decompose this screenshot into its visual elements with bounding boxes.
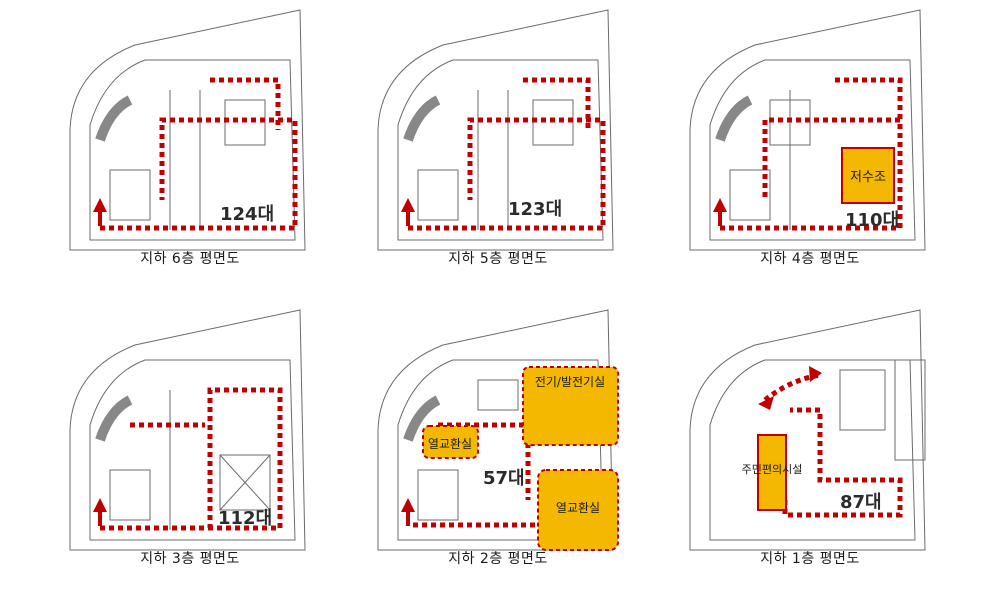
- room-label: 저수조: [850, 170, 886, 185]
- floor-caption: 지하 2층 평면도: [448, 551, 548, 567]
- floor-plan-b2: 전기/발전기실 열교환실 열교환실 57대 지하 2층 평면도: [358, 300, 638, 570]
- floor-plan-drawing: 저수조 110대: [689, 9, 926, 251]
- floor-caption: 지하 6층 평면도: [140, 251, 240, 267]
- floor-plan-b6: 124대 지하 6층 평면도: [50, 0, 330, 270]
- parking-count: 123대: [508, 199, 562, 220]
- room-heat-exchange: 열교환실: [422, 425, 479, 459]
- room-electrical-generator: 전기/발전기실: [522, 366, 619, 446]
- floor-plan-b1: 주민편의시설 87대 지하 1층 평면도: [670, 300, 950, 570]
- floor-plan-b3: 112대 지하 3층 평면도: [50, 300, 330, 570]
- floor-caption: 지하 3층 평면도: [140, 551, 240, 567]
- floor-plan-drawing: 전기/발전기실 열교환실 열교환실 57대: [377, 309, 619, 551]
- room-label: 열교환실: [428, 437, 472, 451]
- parking-count: 124대: [220, 204, 274, 225]
- parking-count: 87대: [840, 492, 882, 513]
- floor-plan-b5: 123대 지하 5층 평면도: [358, 0, 638, 270]
- floor-plan-b4: 저수조 110대 지하 4층 평면도: [670, 0, 950, 270]
- floor-caption: 지하 4층 평면도: [760, 251, 860, 267]
- room-label: 전기/발전기실: [535, 375, 605, 389]
- floor-plan-drawing: 112대: [69, 309, 306, 551]
- floor-caption: 지하 5층 평면도: [448, 251, 548, 267]
- room-resident-amenities: 주민편의시설: [742, 434, 803, 511]
- parking-count: 112대: [218, 508, 272, 529]
- floor-plan-drawing: 주민편의시설 87대: [689, 309, 926, 551]
- floor-plan-drawing: 124대: [69, 9, 306, 251]
- floor-caption: 지하 1층 평면도: [760, 551, 860, 567]
- parking-count: 110대: [845, 210, 899, 231]
- room-heat-exchange: 열교환실: [537, 469, 619, 551]
- room-water-tank: 저수조: [841, 147, 895, 204]
- room-label: 열교환실: [556, 501, 600, 515]
- parking-count: 57대: [483, 468, 525, 489]
- floor-plan-drawing: 123대: [377, 9, 614, 251]
- room-label: 주민편의시설: [742, 463, 803, 476]
